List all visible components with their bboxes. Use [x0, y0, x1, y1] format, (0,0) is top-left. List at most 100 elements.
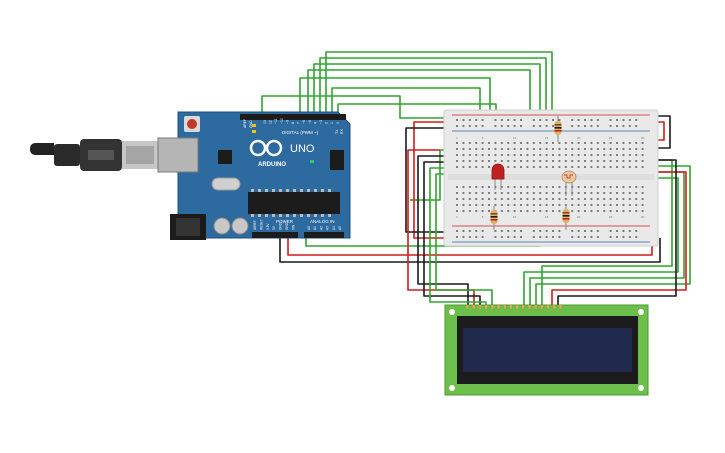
reset-button[interactable] [187, 119, 197, 129]
wire-green-lcd-rs[interactable] [429, 167, 487, 305]
lcd-pin[interactable] [534, 304, 538, 310]
bb-hole [532, 210, 535, 212]
lcd-pin[interactable] [552, 304, 556, 310]
bb-hole [520, 192, 522, 194]
bb-rail-hole [532, 230, 535, 232]
bb-hole [488, 154, 490, 156]
usb-cable[interactable] [30, 139, 158, 171]
bb-hole [488, 160, 490, 162]
bb-hole [641, 204, 644, 206]
lcd-pin[interactable] [515, 304, 519, 310]
bb-hole [526, 198, 529, 200]
bb-hole [468, 154, 471, 156]
lcd-pin[interactable] [527, 304, 532, 310]
bb-hole [552, 154, 554, 156]
bb-hole [462, 166, 465, 168]
lcd-pin[interactable] [546, 304, 550, 310]
bb-rail-hole [584, 125, 586, 127]
bb-hole [616, 186, 618, 188]
bb-hole [635, 166, 638, 168]
power-pin-label: GND [279, 222, 283, 230]
serial-pin-label: TX [335, 129, 339, 134]
wire-black-rail-left[interactable] [405, 127, 460, 233]
wire-green-d11[interactable] [299, 77, 491, 120]
power-pin-label: RESET [259, 219, 263, 230]
bb-rail-hole [475, 236, 478, 238]
bb-hole [520, 166, 522, 168]
lcd-pin[interactable] [465, 304, 470, 310]
bb-rail-hole [635, 119, 638, 121]
bb-hole [558, 154, 561, 156]
digital-pin-label: ~11 [274, 118, 278, 124]
bb-hole [635, 154, 638, 156]
red-led[interactable] [491, 163, 505, 190]
bb-hole [468, 192, 471, 194]
bb-hole [628, 160, 631, 162]
serial-pin-label: RX [340, 129, 344, 134]
bb-rail-hole [590, 125, 593, 127]
wire-red-rail-left[interactable] [413, 121, 460, 239]
bb-hole [564, 166, 567, 168]
photoresistor[interactable] [561, 170, 577, 196]
lcd-pin[interactable] [540, 304, 544, 310]
lcd-screen [463, 328, 632, 372]
bb-hole [616, 198, 618, 200]
bb-hole [500, 210, 503, 212]
bb-hole [456, 210, 458, 212]
lcd-pin[interactable] [521, 304, 525, 310]
bb-hole [526, 142, 529, 144]
bb-rail-hole [558, 230, 561, 232]
bb-hole [526, 148, 529, 150]
bb-hole [481, 154, 484, 156]
wire-black-lcd-rw[interactable] [423, 161, 481, 305]
bb-hole [488, 186, 490, 188]
bb-rail-hole [571, 119, 574, 121]
bb-hole [539, 198, 542, 200]
wire-black-lcd-vss[interactable] [417, 155, 469, 305]
bb-hole [641, 192, 644, 194]
lcd-pin[interactable] [509, 304, 513, 310]
wire-green-d12[interactable] [261, 95, 445, 119]
bb-hole [462, 204, 465, 206]
bb-rail-hole [545, 125, 548, 127]
bb-hole [584, 204, 586, 206]
lcd-pin[interactable] [496, 304, 501, 310]
lcd-pin[interactable] [558, 304, 563, 310]
lcd-pin[interactable] [472, 304, 476, 310]
bb-hole [609, 166, 612, 168]
arduino-brand: ARDUINO [258, 162, 286, 168]
bb-hole [513, 210, 516, 212]
bb-rail-hole [577, 119, 580, 121]
bb-hole [507, 204, 510, 206]
bb-rail-hole [494, 236, 497, 238]
bb-hole [545, 186, 548, 188]
wire-red-lcd-vdd[interactable] [407, 149, 475, 305]
bb-hole [622, 142, 625, 144]
lcd-16x2-display[interactable] [444, 304, 649, 396]
bb-hole [488, 192, 490, 194]
resistor-3[interactable] [562, 204, 570, 230]
bb-hole [481, 204, 484, 206]
bb-hole [603, 142, 606, 144]
bb-column-number: 30 [641, 215, 645, 219]
resistor-2[interactable] [554, 116, 562, 142]
bb-rail-hole [596, 125, 599, 127]
bb-hole [545, 160, 548, 162]
bb-hole [475, 210, 478, 212]
bb-hole [590, 186, 593, 188]
lcd-pin[interactable] [503, 304, 507, 310]
bb-hole [641, 148, 644, 150]
wire-black-gnd[interactable] [279, 238, 661, 263]
bb-rail-hole [494, 125, 497, 127]
lcd-pin[interactable] [490, 304, 494, 310]
bb-rail-hole [571, 125, 574, 127]
lcd-pin[interactable] [478, 304, 482, 310]
lcd-pin[interactable] [484, 304, 488, 310]
resistor-1[interactable] [490, 206, 498, 230]
bb-rail-hole [545, 230, 548, 232]
power-pin-label: GND [285, 222, 289, 230]
bb-hole [526, 186, 529, 188]
